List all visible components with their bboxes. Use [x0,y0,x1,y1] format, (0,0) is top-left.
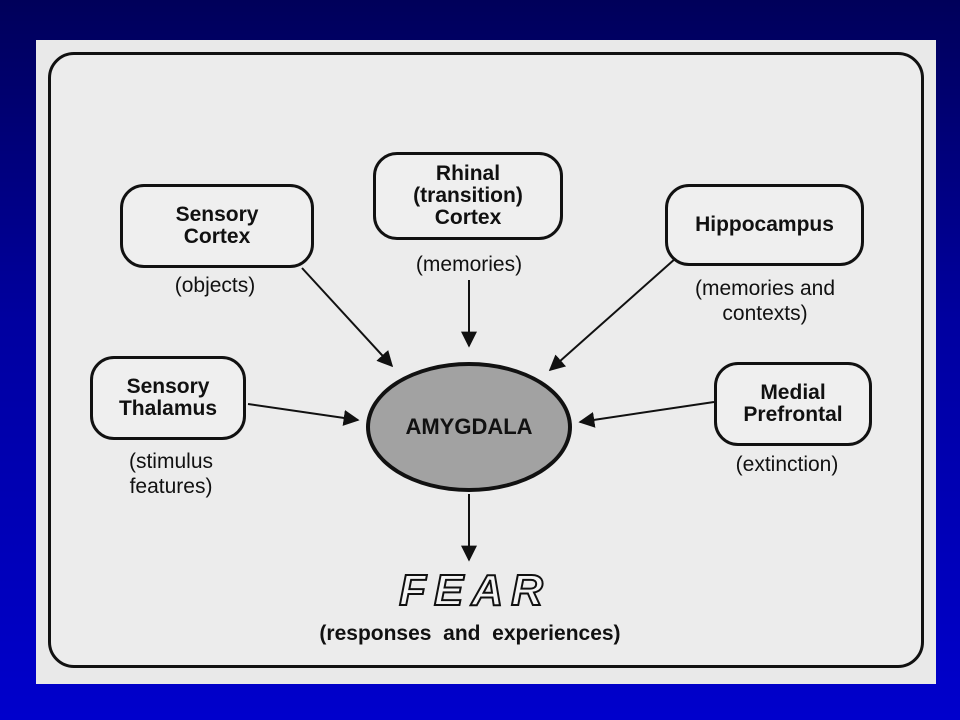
node-amygdala: AMYGDALA [366,362,572,492]
note-rhinal-cortex: (memories) [415,253,523,276]
node-medial-prefrontal: Medial Prefrontal [714,362,872,446]
fear-subtitle: (responses and experiences) [319,622,621,645]
note-sensory-thalamus: (stimulus features) [128,450,213,498]
node-rhinal-cortex: Rhinal (transition) Cortex [373,152,563,240]
node-hippocampus: Hippocampus [665,184,864,266]
node-label: Sensory Thalamus [118,375,218,420]
node-label: Medial Prefrontal [743,381,843,426]
note-sensory-cortex: (objects) [174,274,256,297]
node-sensory-cortex: Sensory Cortex [120,184,314,268]
fear-label: FEAR [398,565,551,616]
arrow-medial-prefrontal-to-amygdala [578,401,715,428]
amygdala-label: AMYGDALA [405,414,533,439]
node-sensory-thalamus: Sensory Thalamus [90,356,246,440]
note-medial-prefrontal: (extinction) [735,453,839,476]
node-label: Rhinal (transition) Cortex [413,162,523,229]
arrow-hippocampus-to-amygdala [548,257,677,372]
node-label: Sensory Cortex [175,203,259,248]
arrow-sensory-cortex-to-amygdala [301,267,394,368]
arrow-sensory-thalamus-to-amygdala [247,403,360,426]
node-label: Hippocampus [695,213,834,236]
note-hippocampus: (memories and contexts) [694,277,836,325]
